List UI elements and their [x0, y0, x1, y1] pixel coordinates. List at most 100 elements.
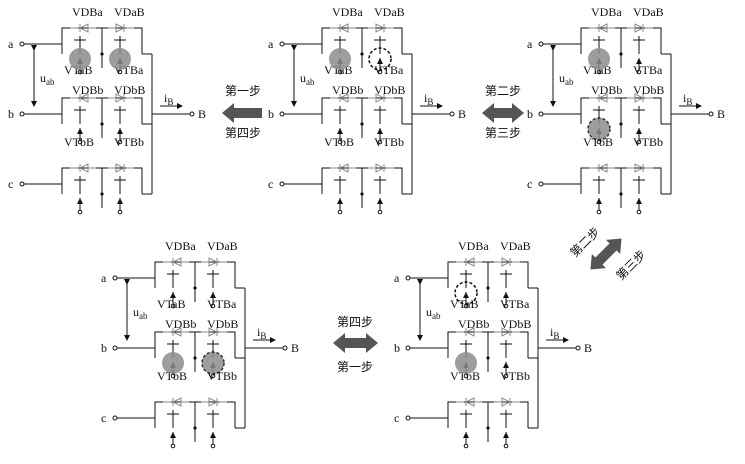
- diode-icon: [108, 163, 134, 173]
- gate-arrow-icon: [636, 128, 642, 134]
- diode-triangle: [208, 397, 219, 407]
- switch-cell: [447, 397, 529, 449]
- on-state-marker: [455, 352, 477, 374]
- diode-icon: [201, 327, 227, 337]
- node-a-terminal: [279, 41, 285, 47]
- diode-triangle: [115, 163, 126, 173]
- arrow-4-5: [333, 333, 378, 353]
- junction-dot: [486, 286, 490, 290]
- node-a-label: a: [527, 37, 533, 51]
- diode-triangle: [338, 93, 349, 103]
- step-arrow-icon: [222, 103, 262, 123]
- diode-icon: [70, 93, 96, 103]
- node-c-label: c: [8, 177, 13, 191]
- diode-icon: [70, 163, 96, 173]
- gate-terminal: [170, 373, 176, 379]
- gate-arrow-icon: [463, 292, 469, 298]
- junction-dot: [360, 192, 364, 196]
- diode-icon: [456, 257, 482, 267]
- label-VDaB: VDaB: [114, 5, 145, 19]
- gate-arrow-icon: [503, 432, 509, 438]
- switch-cell: [321, 163, 403, 215]
- label-VDBb: VDBb: [165, 317, 196, 331]
- junction-dot: [100, 122, 104, 126]
- gate-terminal: [117, 139, 123, 145]
- gate-terminal: [117, 209, 123, 215]
- diode-triangle: [634, 163, 645, 173]
- arrow-1-2: [222, 103, 262, 123]
- label-VDBb: VDBb: [332, 83, 363, 97]
- diode-triangle: [115, 93, 126, 103]
- node-a-label: a: [268, 37, 274, 51]
- voltage-label: uab: [559, 71, 574, 87]
- gate-terminal: [463, 373, 469, 379]
- label-VDaB: VDaB: [207, 239, 238, 253]
- node-b-terminal: [112, 345, 118, 351]
- gate-terminal: [377, 139, 383, 145]
- current-label: iB: [257, 325, 266, 341]
- diode-icon: [330, 163, 356, 173]
- diode-triangle: [634, 23, 645, 33]
- switch-cell: [321, 93, 403, 145]
- diode-icon: [589, 163, 615, 173]
- diode-triangle: [171, 327, 182, 337]
- label-VDBa: VDBa: [458, 239, 489, 253]
- step-label-2: 第二步: [485, 84, 521, 98]
- junction-dot: [193, 286, 197, 290]
- switch-cell: [580, 163, 662, 215]
- switch-cell: [61, 163, 143, 215]
- on-state-marker: [588, 48, 610, 70]
- node-a-label: a: [101, 271, 107, 285]
- gate-arrow-icon: [77, 198, 83, 204]
- node-b-label: b: [8, 107, 14, 121]
- diode-triangle: [597, 163, 608, 173]
- node-B-terminal: [189, 111, 195, 117]
- label-VDaB: VDaB: [500, 239, 531, 253]
- node-c-label: c: [268, 177, 273, 191]
- node-c-terminal: [538, 181, 544, 187]
- diode-icon: [330, 93, 356, 103]
- node-b-label: b: [394, 341, 400, 355]
- diode-triangle: [208, 257, 219, 267]
- node-b-terminal: [279, 111, 285, 117]
- gate-terminal: [170, 443, 176, 449]
- diode-triangle: [501, 397, 512, 407]
- switch-cell: [580, 93, 662, 145]
- gate-arrow-icon: [210, 432, 216, 438]
- label-VDbB: VDbB: [374, 83, 405, 97]
- label-VDBb: VDBb: [72, 83, 103, 97]
- step-label-3b: 第三步: [613, 247, 648, 282]
- voltage-label: uab: [40, 71, 55, 87]
- switch-cell: [447, 257, 529, 309]
- node-a-label: a: [8, 37, 14, 51]
- gate-arrow-icon: [117, 128, 123, 134]
- gate-terminal: [337, 139, 343, 145]
- node-c-label: c: [101, 411, 106, 425]
- gate-arrow-icon: [377, 58, 383, 64]
- gate-terminal: [636, 139, 642, 145]
- current-label: iB: [683, 91, 692, 107]
- gate-terminal: [596, 209, 602, 215]
- label-VTBa: VTBa: [374, 63, 404, 77]
- diode-icon: [201, 397, 227, 407]
- junction-dot: [100, 52, 104, 56]
- node-B-terminal: [282, 345, 288, 351]
- label-VDaB: VDaB: [374, 5, 405, 19]
- diode-icon: [589, 23, 615, 33]
- switch-cell: [61, 93, 143, 145]
- step-label-1: 第一步: [225, 84, 261, 98]
- on-dash-marker: [201, 351, 225, 375]
- gate-arrow-icon: [503, 362, 509, 368]
- node-b-label: b: [268, 107, 274, 121]
- diode-triangle: [597, 93, 608, 103]
- label-VDBa: VDBa: [591, 5, 622, 19]
- node-c-label: c: [394, 411, 399, 425]
- node-a-terminal: [19, 41, 25, 47]
- junction-dot: [360, 52, 364, 56]
- step-arrow-icon: [333, 333, 378, 353]
- gate-terminal: [503, 373, 509, 379]
- label-VDBa: VDBa: [165, 239, 196, 253]
